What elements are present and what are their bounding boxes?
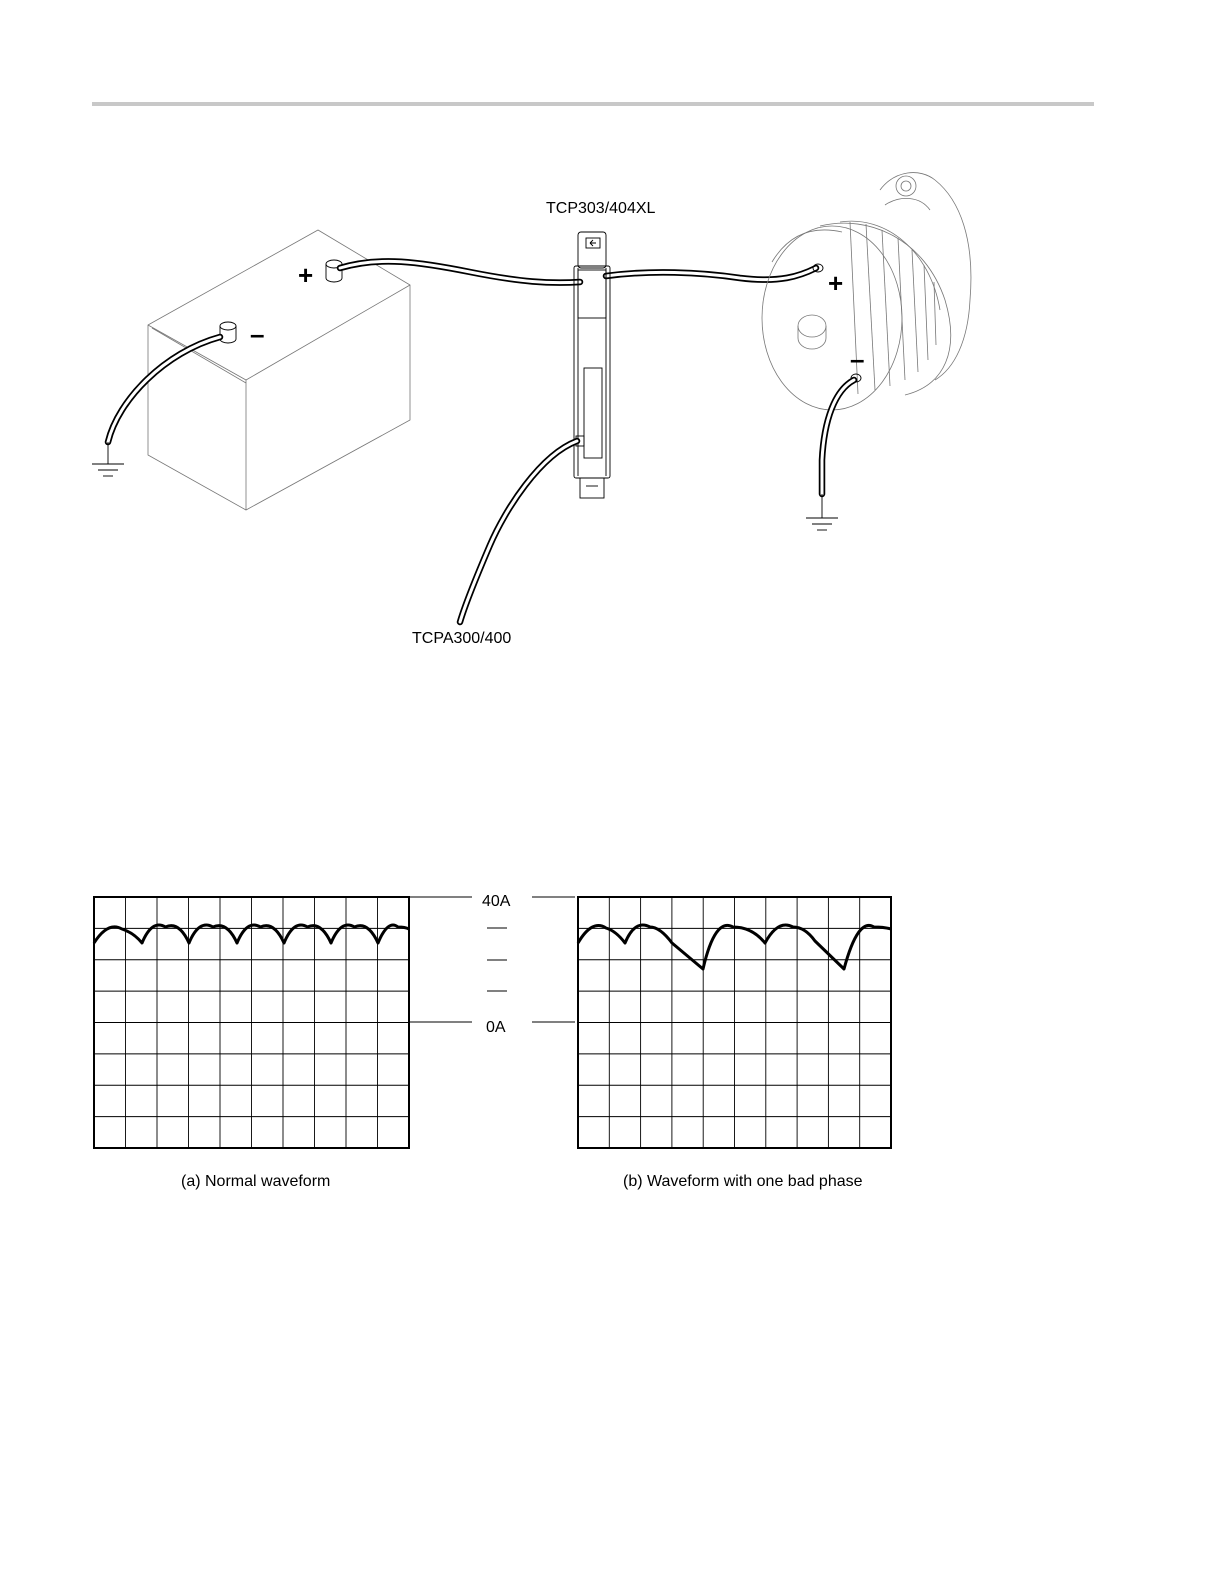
graticule <box>578 897 891 1148</box>
battery-ground-wire <box>108 337 220 442</box>
bad-phase-waveform-panel <box>578 897 891 1148</box>
probe-output-cable <box>460 441 577 622</box>
scale-zero-label: 0A <box>486 1019 506 1036</box>
graticule <box>94 897 409 1148</box>
battery-positive-sign: + <box>298 260 313 290</box>
ground-symbol-icon <box>806 494 838 530</box>
alternator-negative-sign: – <box>850 344 864 374</box>
alternator-ground-wire <box>822 380 854 494</box>
current-probe <box>574 232 610 498</box>
alternator-positive-sign: + <box>828 268 843 298</box>
alternator <box>762 173 971 410</box>
scale-markers <box>410 897 575 1022</box>
battery-negative-terminal <box>220 322 236 343</box>
amplifier-label: TCPA300/400 <box>412 630 511 647</box>
probe-label: TCP303/404XL <box>546 200 656 217</box>
normal-waveform-caption: (a) Normal waveform <box>181 1173 330 1190</box>
battery <box>148 230 410 510</box>
battery-negative-sign: – <box>250 319 264 349</box>
scale-top-label: 40A <box>482 893 511 910</box>
bad-phase-waveform-caption: (b) Waveform with one bad phase <box>623 1173 863 1190</box>
ground-symbol-icon <box>92 442 124 476</box>
normal-waveform-panel <box>94 897 409 1148</box>
